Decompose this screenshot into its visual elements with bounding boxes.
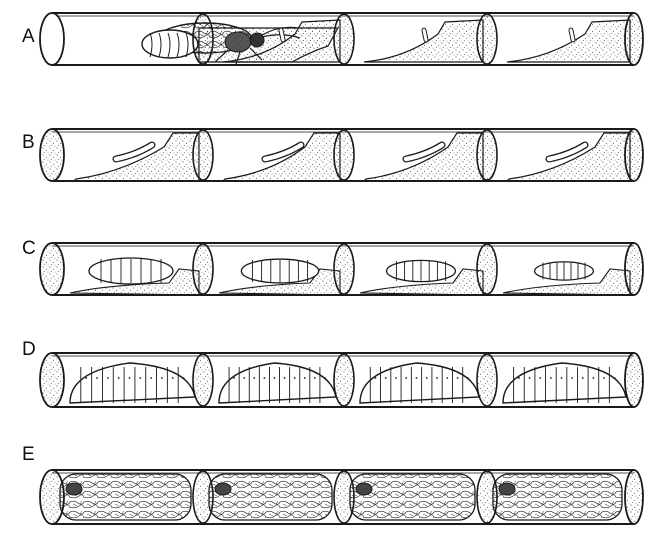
nest-tube-d	[40, 353, 643, 407]
cell-partition	[193, 471, 213, 523]
spiracle	[436, 377, 438, 379]
spiracle	[118, 377, 120, 379]
spiracle	[314, 377, 316, 379]
cell-partition	[193, 354, 213, 406]
tube-closed-end	[625, 353, 643, 407]
spiracle	[395, 377, 397, 379]
nest-tube-a	[40, 13, 643, 65]
cell-partition	[334, 14, 354, 64]
cell-partition	[193, 130, 213, 180]
cocoon-cap	[499, 483, 515, 495]
spiracle	[446, 377, 448, 379]
spiracle	[539, 377, 541, 379]
tube-entrance-end	[40, 243, 64, 295]
spiracle	[129, 377, 131, 379]
nest-tube-c	[40, 243, 643, 295]
spiracle	[518, 377, 520, 379]
spiracle	[150, 377, 152, 379]
nest-cell	[493, 474, 622, 520]
spiracle	[457, 377, 459, 379]
spiracle	[139, 377, 141, 379]
spiracle	[385, 377, 387, 379]
spiracle	[571, 377, 573, 379]
cell-partition	[334, 471, 354, 523]
cell-partition	[477, 354, 497, 406]
nest-cell	[60, 474, 191, 520]
spiracle	[375, 377, 377, 379]
nest-cell	[209, 474, 332, 520]
spiracle	[426, 377, 428, 379]
spiracle	[274, 377, 276, 379]
spiracle	[243, 377, 245, 379]
spiracle	[529, 377, 531, 379]
cocoon-cap	[66, 483, 82, 495]
spiracle	[614, 377, 616, 379]
spiracle	[561, 377, 563, 379]
tube-entrance-end	[40, 13, 64, 65]
tube-entrance-end	[40, 129, 64, 181]
tube-entrance-end	[40, 470, 64, 524]
tube-entrance-end	[40, 353, 64, 407]
spiracle	[85, 377, 87, 379]
cocoon	[350, 474, 475, 520]
cell-partition	[193, 244, 213, 294]
spiracle	[253, 377, 255, 379]
cell-partition	[334, 354, 354, 406]
spiracle	[107, 377, 109, 379]
spiracle	[233, 377, 235, 379]
cell-partition	[334, 244, 354, 294]
spiracle	[324, 377, 326, 379]
spiracle	[172, 377, 174, 379]
cocoon-cap	[215, 483, 231, 495]
cell-partition	[193, 14, 213, 64]
spiracle	[264, 377, 266, 379]
cell-partition	[334, 130, 354, 180]
spiracle	[467, 377, 469, 379]
tube-closed-end	[625, 13, 643, 65]
tube-closed-end	[625, 470, 643, 524]
tube-closed-end	[625, 129, 643, 181]
spiracle	[416, 377, 418, 379]
nest-tube-b	[40, 129, 643, 181]
spiracle	[582, 377, 584, 379]
cell-partition	[477, 14, 497, 64]
cocoon	[209, 474, 332, 520]
spiracle	[183, 377, 185, 379]
cocoon-cap	[356, 483, 372, 495]
nest-cell	[350, 474, 475, 520]
spiracle	[550, 377, 552, 379]
cocoon	[493, 474, 622, 520]
cell-partition	[477, 471, 497, 523]
spiracle	[603, 377, 605, 379]
spiracle	[304, 377, 306, 379]
nest-tube-e	[40, 470, 643, 524]
spiracle	[405, 377, 407, 379]
spiracle	[96, 377, 98, 379]
cell-partition	[477, 244, 497, 294]
tube-closed-end	[625, 243, 643, 295]
cell-partition	[477, 130, 497, 180]
spiracle	[294, 377, 296, 379]
cocoon	[60, 474, 191, 520]
spiracle	[161, 377, 163, 379]
spiracle	[593, 377, 595, 379]
spiracle	[284, 377, 286, 379]
